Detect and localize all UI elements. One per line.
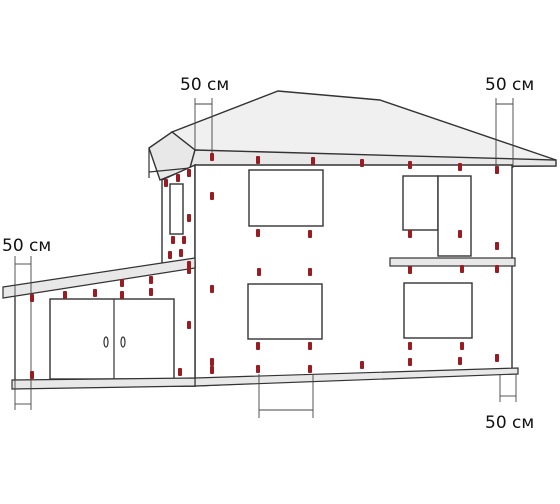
clip-marker [187, 214, 191, 222]
clip-marker [308, 365, 312, 373]
clip-marker [308, 342, 312, 350]
clip-marker [187, 266, 191, 274]
garage [2, 257, 196, 387]
clip-marker [120, 279, 124, 287]
clip-marker [460, 342, 464, 350]
dimension-left [14, 256, 32, 410]
label-top-right: 50 см [485, 75, 534, 95]
clip-marker [458, 163, 462, 171]
clip-marker [171, 236, 175, 244]
clip-marker [460, 265, 464, 273]
main-roof [148, 90, 557, 181]
clip-marker [495, 166, 499, 174]
clip-marker [458, 230, 462, 238]
clip-marker [210, 153, 214, 161]
balcony-door [437, 175, 472, 257]
clip-marker [63, 291, 67, 299]
clip-marker [408, 230, 412, 238]
label-left: 50 см [2, 236, 51, 256]
clip-marker [168, 251, 172, 259]
clip-marker [210, 358, 214, 366]
window-upper-left [248, 169, 324, 227]
clip-marker [30, 371, 34, 379]
mounting-clips [30, 153, 499, 379]
clip-marker [408, 161, 412, 169]
dimension-top-right [495, 98, 514, 168]
clip-marker [149, 288, 153, 296]
clip-marker [408, 266, 412, 274]
clip-marker [256, 229, 260, 237]
window-lower-right [403, 282, 473, 339]
clip-marker [210, 285, 214, 293]
clip-marker [495, 242, 499, 250]
clip-marker [182, 236, 186, 244]
clip-marker [210, 192, 214, 200]
clip-marker [178, 368, 182, 376]
garage-door [49, 298, 175, 380]
dimension-bottom-right [499, 374, 517, 402]
clip-marker [30, 294, 34, 302]
clip-marker [360, 361, 364, 369]
label-bottom-right: 50 см [485, 413, 534, 433]
clip-marker [360, 159, 364, 167]
clip-marker [311, 157, 315, 165]
clip-marker [308, 268, 312, 276]
clip-marker [256, 342, 260, 350]
dimension-top-left [194, 98, 213, 155]
clip-marker [176, 174, 180, 182]
clip-marker [308, 230, 312, 238]
clip-marker [256, 156, 260, 164]
window-upper-right [402, 175, 439, 231]
clip-marker [149, 276, 153, 284]
clip-marker [458, 357, 462, 365]
window-lower-left [247, 283, 323, 340]
clip-marker [257, 268, 261, 276]
clip-marker [93, 289, 97, 297]
clip-marker [187, 321, 191, 329]
balcony-slab [389, 257, 516, 267]
label-top-left: 50 см [180, 75, 229, 95]
clip-marker [187, 169, 191, 177]
clip-marker [120, 291, 124, 299]
clip-marker [408, 342, 412, 350]
dimension-bottom-center [258, 374, 314, 418]
clip-marker [179, 249, 183, 257]
clip-marker [408, 358, 412, 366]
clip-marker [164, 179, 168, 187]
clip-marker [495, 265, 499, 273]
clip-marker [256, 365, 260, 373]
clip-marker [495, 354, 499, 362]
side-window [169, 183, 184, 235]
garage-foundation [11, 377, 196, 390]
clip-marker [210, 366, 214, 374]
